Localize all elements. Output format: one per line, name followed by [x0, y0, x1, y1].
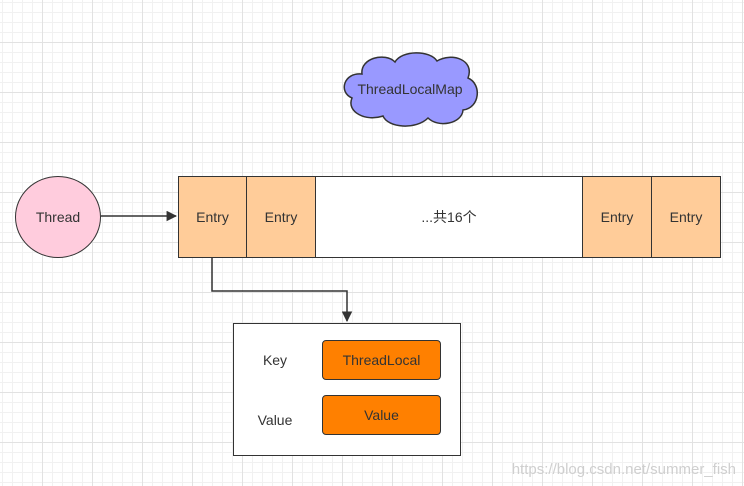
key-box: ThreadLocal	[322, 340, 441, 380]
watermark: https://blog.csdn.net/summer_fish	[511, 461, 736, 478]
value-label: Value	[257, 412, 293, 428]
entry-label: Entry	[669, 209, 703, 225]
entry-label: Entry	[600, 209, 634, 225]
map-title: ThreadLocalMap	[357, 81, 463, 97]
entry-label: Entry	[264, 209, 298, 225]
entry-connector	[211, 258, 353, 323]
entry-cell-2: Entry	[246, 176, 316, 258]
entries-ellipsis: ...共16个	[315, 176, 583, 258]
thread-label: Thread	[35, 209, 81, 225]
value-box: Value	[322, 395, 441, 435]
entry-cell-16: Entry	[651, 176, 721, 258]
entry-cell-15: Entry	[582, 176, 652, 258]
cloud-shape	[343, 52, 478, 127]
thread-node: Thread	[15, 176, 101, 258]
key-label: Key	[262, 352, 288, 368]
entry-label: Entry	[196, 209, 229, 225]
value-value: Value	[364, 407, 399, 423]
key-value: ThreadLocal	[342, 352, 421, 368]
ellipsis-label: ...共16个	[421, 209, 477, 225]
entry-cell-1: Entry	[178, 176, 247, 258]
